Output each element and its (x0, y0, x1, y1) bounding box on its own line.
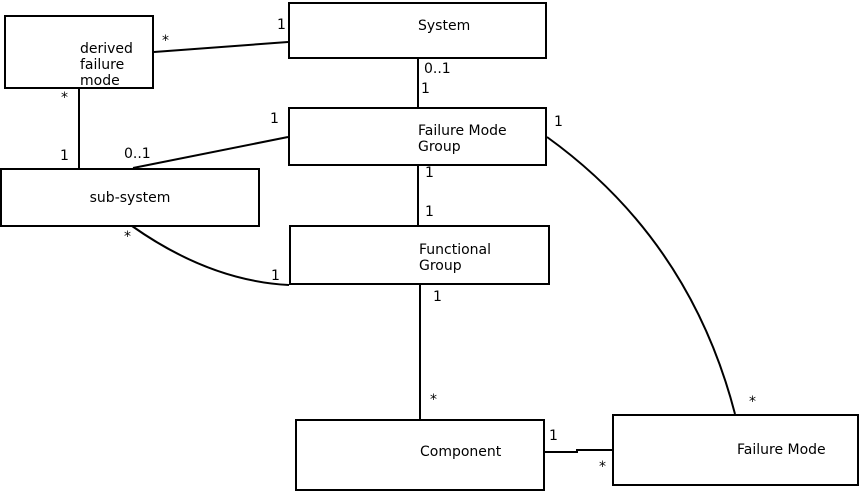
mult-system-to-fmg-zero-one: 0..1 (424, 61, 451, 77)
edge-sub-system-failure-mode-group (132, 136, 289, 169)
mult-sub-to-dfm-one: 1 (60, 148, 69, 164)
mult-fmg-to-fm-one: 1 (554, 114, 563, 130)
mult-comp-to-fm-one: 1 (549, 428, 558, 444)
edge-derived-failure-mode-system (153, 41, 289, 53)
node-failure-mode-group-label: Failure Mode Group (418, 123, 507, 155)
edge-failure-mode-group-failure-mode (546, 136, 736, 415)
node-failure-mode-label: Failure Mode (737, 442, 826, 458)
mult-fmg-to-fg-one: 1 (425, 165, 434, 181)
node-system: System (288, 2, 547, 59)
node-sub-system: sub-system (0, 168, 260, 227)
node-component-label: Component (420, 444, 502, 460)
node-functional-group-label: Functional Group (419, 242, 492, 274)
node-failure-mode: Failure Mode (612, 414, 859, 486)
node-functional-group: Functional Group (289, 225, 550, 285)
mult-comp-to-fg-star: * (430, 392, 437, 408)
mult-fm-to-comp-star: * (599, 459, 606, 475)
mult-fg-to-sub-one: 1 (271, 268, 280, 284)
mult-sub-to-fmg-zero-one: 0..1 (124, 146, 151, 162)
mult-dfm-to-sub-star: * (61, 90, 68, 106)
node-derived-failure-mode: derived failure mode (4, 15, 154, 89)
edge-sub-system-functional-group (131, 225, 290, 286)
mult-dfm-to-system-star: * (162, 33, 169, 49)
mult-fg-to-comp-one: 1 (433, 289, 442, 305)
node-sub-system-label: sub-system (89, 190, 171, 206)
node-derived-failure-mode-label: derived failure mode (80, 41, 133, 89)
edge-component-failure-mode (545, 449, 612, 453)
node-system-label: System (418, 18, 471, 34)
node-component: Component (295, 419, 545, 491)
mult-fmg-to-system-one: 1 (421, 81, 430, 97)
mult-system-to-dfm-one: 1 (277, 17, 286, 33)
mult-sub-to-fg-star: * (124, 229, 131, 245)
mult-fg-to-fmg-one: 1 (425, 204, 434, 220)
mult-fmg-to-sub-one: 1 (270, 111, 279, 127)
node-failure-mode-group: Failure Mode Group (288, 107, 547, 166)
mult-fm-to-fmg-star: * (749, 394, 756, 410)
